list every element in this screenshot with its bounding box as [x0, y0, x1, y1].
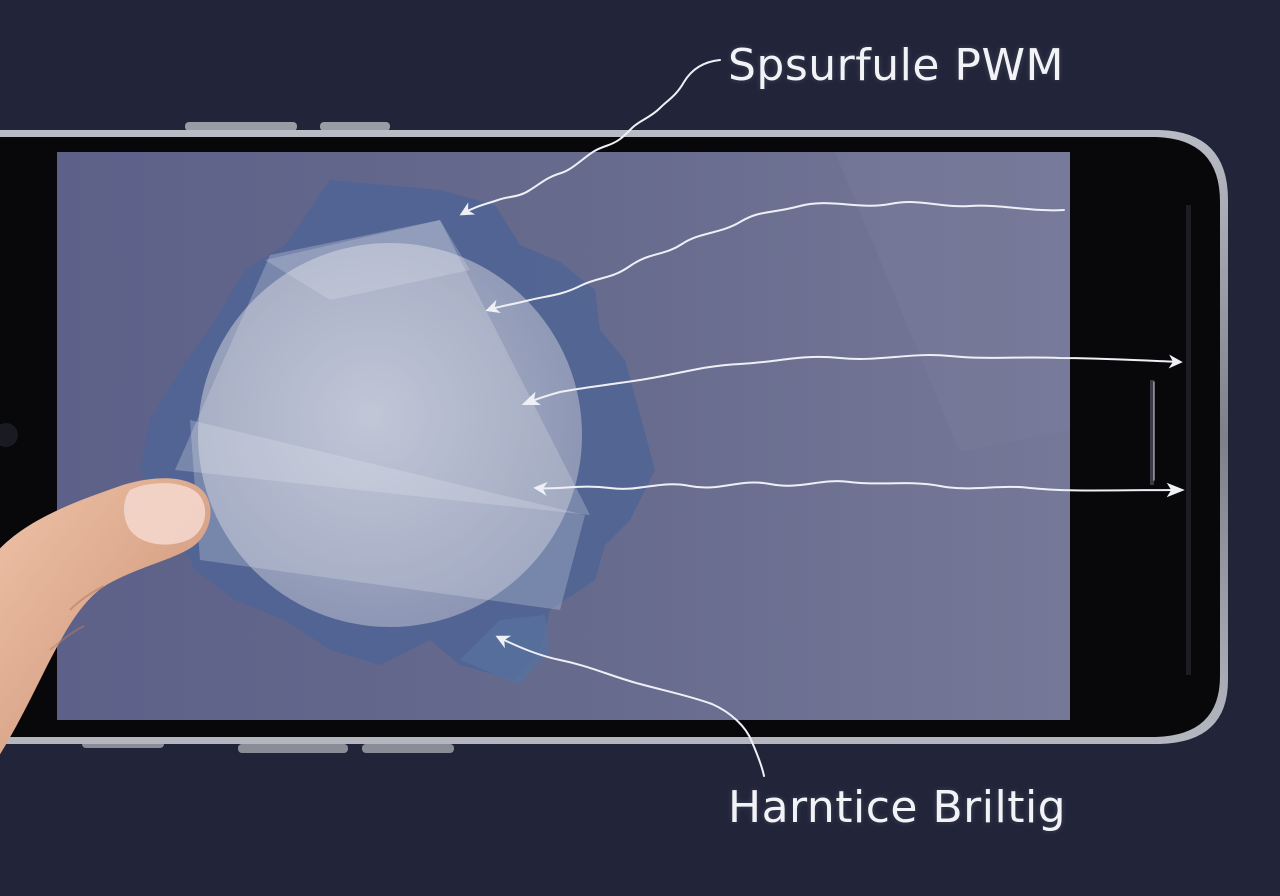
arrow-bottom-label [495, 635, 765, 777]
finger-touch-icon [0, 478, 211, 755]
arrow-middle [521, 354, 1183, 406]
phone-buttons [82, 122, 454, 753]
overlay-panels [175, 220, 590, 610]
speaker-icon [1150, 380, 1154, 485]
top-label: Spsurfule PWM [728, 40, 1064, 91]
arrow-right-upper [485, 201, 1065, 314]
annotation-arrows [459, 59, 1185, 777]
camera-icon [0, 423, 18, 447]
bottom-label: Harntice Briltig [728, 782, 1067, 833]
arrow-top-label [459, 59, 721, 216]
touch-circle [198, 243, 582, 627]
arrow-lower [533, 480, 1185, 498]
